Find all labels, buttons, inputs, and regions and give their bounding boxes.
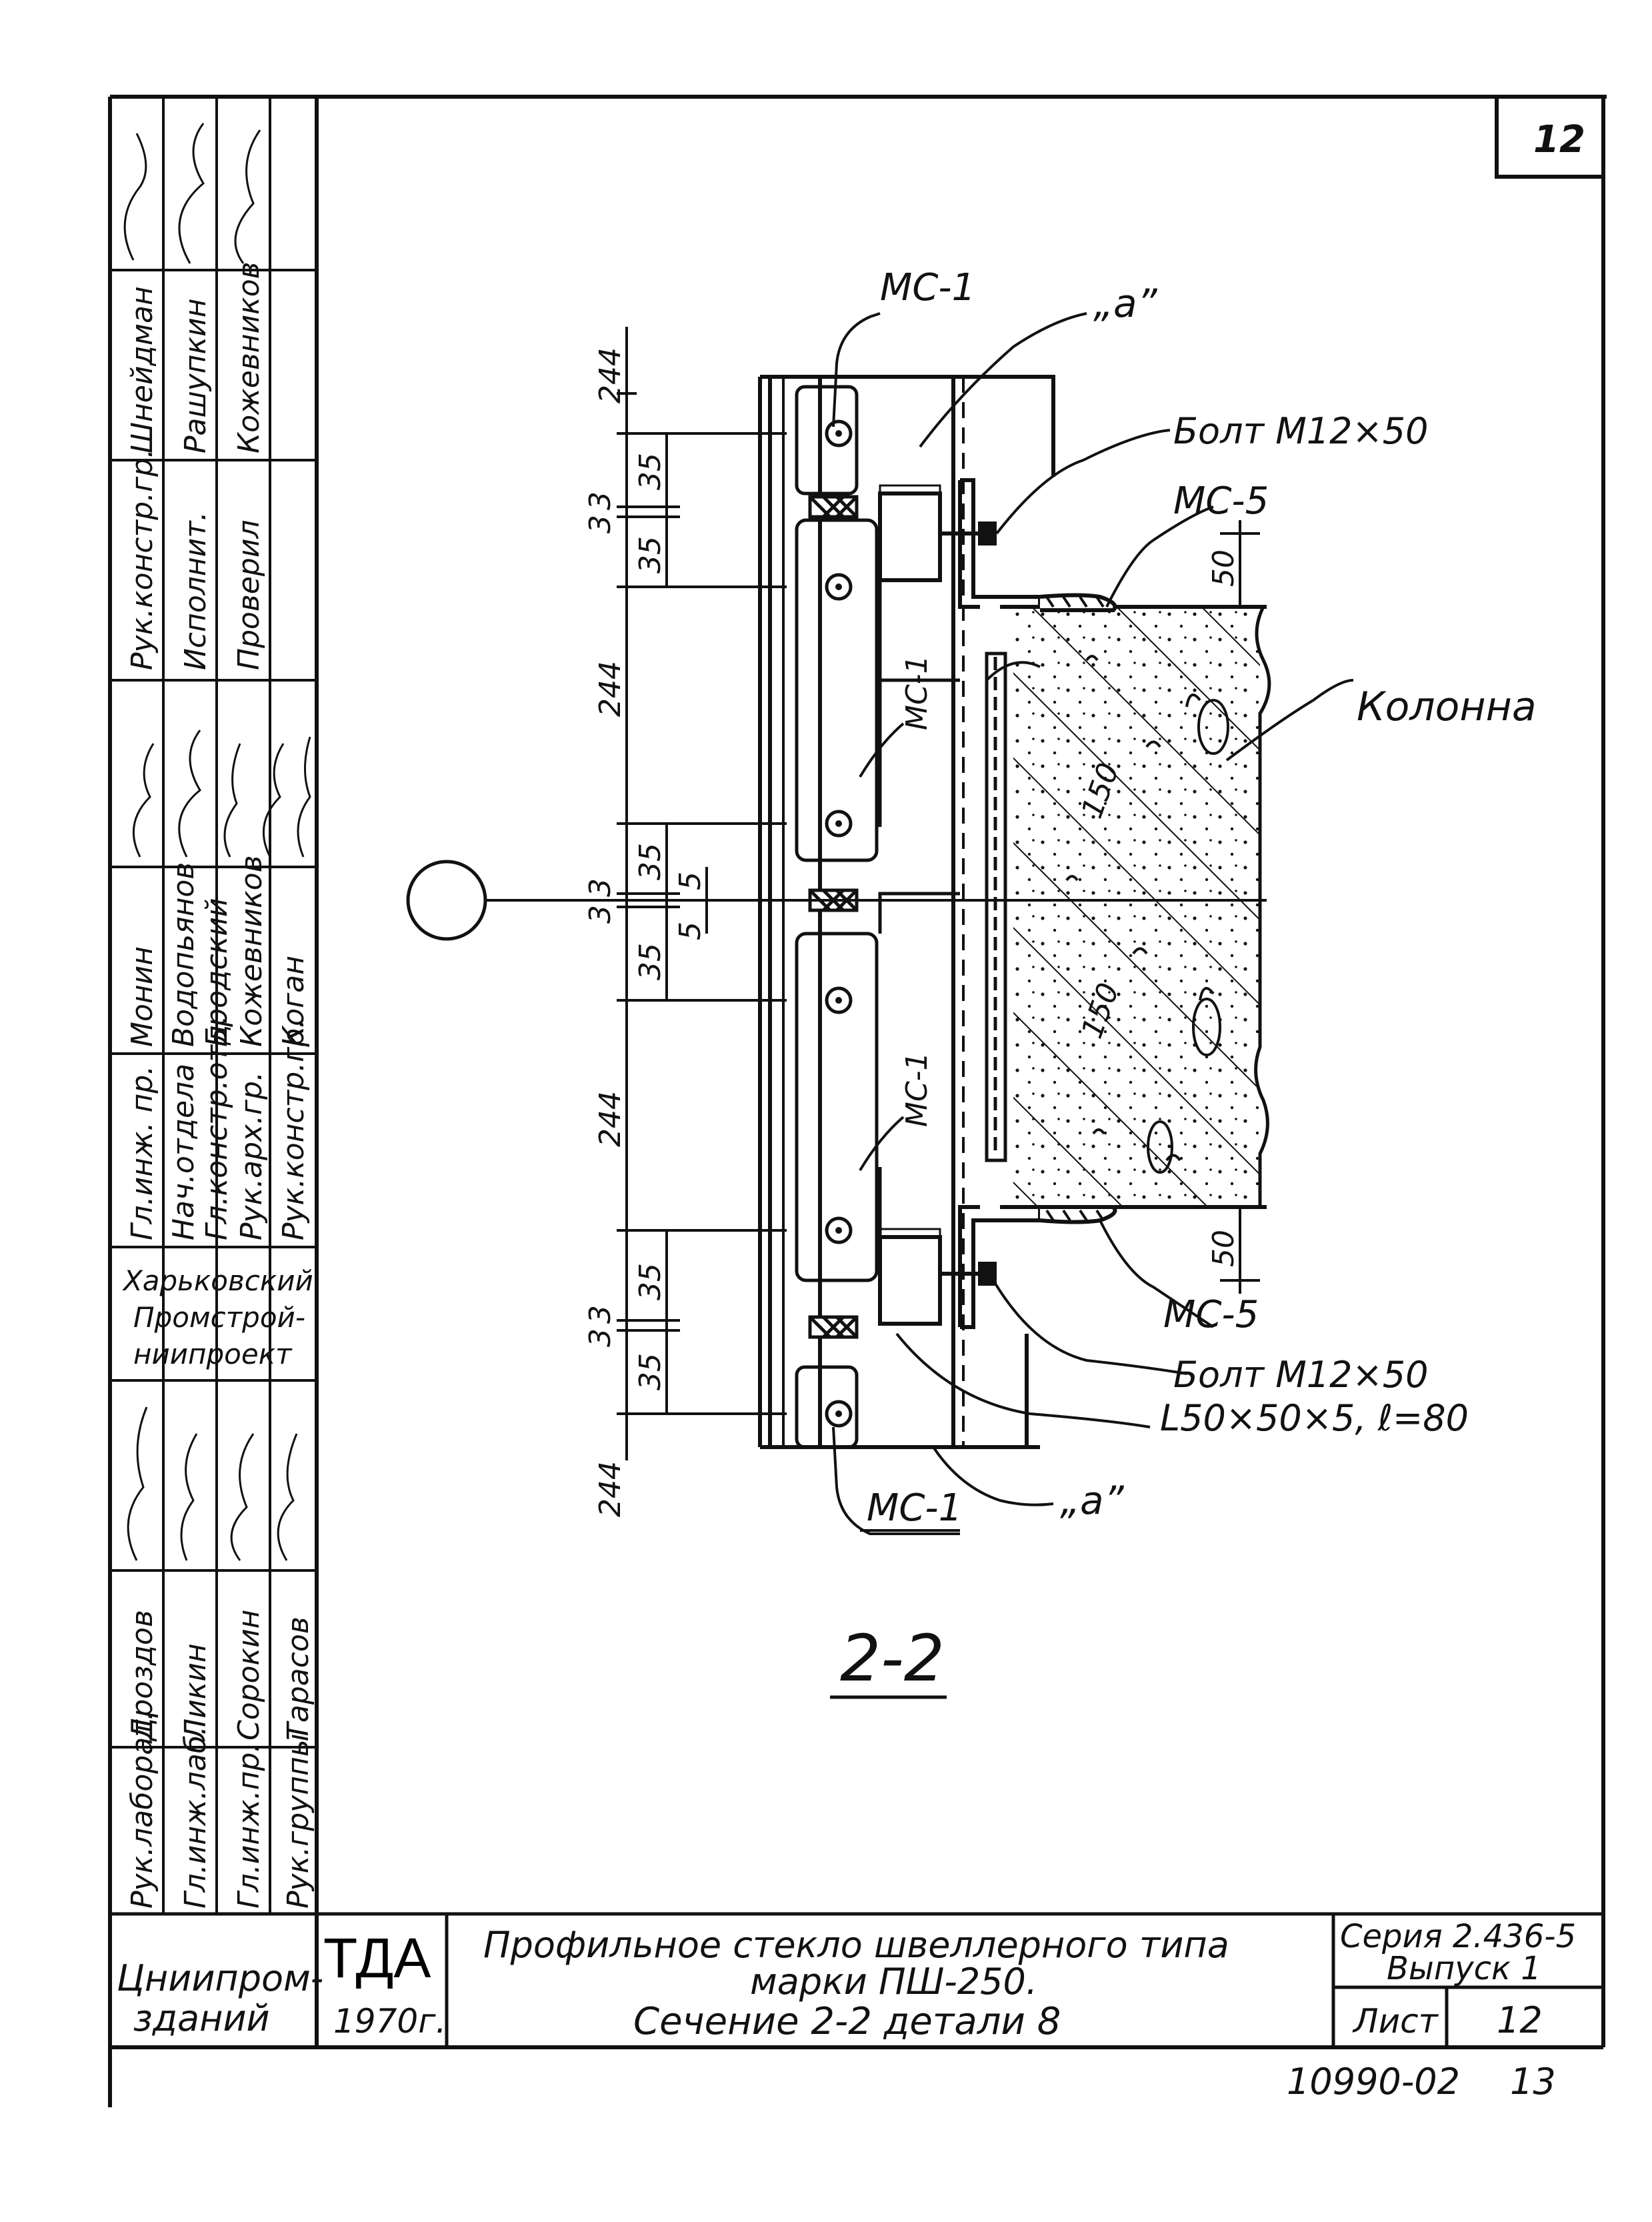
sheet-value: 12: [1497, 1999, 1543, 2041]
dim-244-3: 244: [593, 1091, 627, 1147]
stamp-b3-role-2: Гл.инж.лаб.: [179, 1726, 213, 1909]
inventory-number: 10990-02: [1287, 2061, 1460, 2103]
stamp-b1-role-2: Исполнит.: [179, 511, 213, 670]
label-column: Колонна: [1357, 684, 1537, 730]
title-line1: Профильное стекло швеллерного типа: [483, 1924, 1229, 1966]
stamp-b1-name-2: Рашупкин: [179, 298, 213, 453]
label-mc5-top: МС-5: [1173, 479, 1269, 523]
section-drawing: 244 35 3 3 35 244 35 5 3 3 5 35 244 35 3…: [406, 266, 1537, 1699]
stamp-b3-name-1: Дроздов: [125, 1610, 159, 1742]
inventory-page: 13: [1510, 2061, 1556, 2103]
label-mc1-mid-upper: МС-1: [900, 655, 934, 730]
dim-35-3: 35: [633, 843, 667, 880]
bracket-bottom: [878, 1205, 1117, 1329]
dim-3-1a: 3: [583, 491, 617, 510]
stamp-b3-role-1: Рук.лаборат.: [125, 1711, 159, 1909]
corner-sheet-number: 12: [1533, 118, 1585, 161]
title-line3: Сечение 2-2 детали 8: [633, 2000, 1061, 2043]
section-label: 2-2: [840, 1621, 945, 1696]
stamp-b2-name-5: Коган: [277, 956, 311, 1047]
corner-sheet-box: 12: [1495, 97, 1603, 179]
left-stamp: Рук.констр.гр. Исполнит. Проверил Шнейдм…: [110, 97, 317, 1915]
title-org-line2: зданий: [133, 1997, 270, 2039]
axis-marker: [406, 860, 1267, 941]
dim-3-2a: 3: [583, 878, 617, 897]
dim-5-1: 5: [673, 872, 707, 890]
title-block: Цниипром- зданий ТДА 1970г. Профильное с…: [110, 1912, 1603, 2047]
title-org-line1: Цниипром-: [117, 1957, 323, 1999]
stamp-b2-role-2: Нач.отдела: [167, 1064, 201, 1240]
leaders: [832, 312, 1354, 1535]
stamp-b2-name-2: Водопьянов: [167, 862, 201, 1047]
sheet-label: Лист: [1352, 2002, 1439, 2041]
dim-3-2b: 3: [583, 905, 617, 924]
joint-seals: [808, 495, 859, 1339]
stamp-b2-name-3: Бродский: [200, 898, 234, 1047]
series-line2: Выпуск 1: [1387, 1950, 1541, 1987]
signatures-block1: [123, 123, 261, 264]
dim-3-3b: 3: [583, 1328, 617, 1347]
label-bolt-top: Болт М12×50: [1173, 410, 1428, 452]
concrete-column: [1000, 605, 1271, 1209]
dim-244-2: 244: [593, 661, 627, 717]
stamp-b2-role-4: Рук.арх.гр.: [235, 1072, 269, 1240]
stamp-org-line3: ниипроект: [133, 1338, 293, 1370]
label-a-bottom: „а”: [1060, 1478, 1125, 1523]
title-year: 1970г.: [333, 2002, 446, 2041]
stamp-b2-name-1: Монин: [125, 946, 159, 1047]
dimension-chain: [617, 327, 1260, 1460]
stamp-org-line1: Харьковский: [122, 1264, 313, 1297]
stamp-b3-name-3: Сорокин: [232, 1610, 266, 1741]
label-mc1-bottom: МС-1: [867, 1486, 962, 1530]
dim-50-top: 50: [1207, 549, 1241, 587]
dim-35-1: 35: [633, 453, 667, 490]
stamp-b2-role-3: Гл.констр.отд.: [200, 1015, 234, 1240]
stamp-org-line2: Промстрой-: [133, 1301, 305, 1334]
bracket-top: [878, 478, 1117, 612]
stamp-b1-name-1: Шнейдман: [125, 286, 159, 453]
signatures-block2: [132, 730, 311, 858]
stamp-b2-role-1: Гл.инж. пр.: [125, 1066, 159, 1240]
stamp-b3-role-3: Гл.инж.пр.: [232, 1743, 266, 1909]
label-mc1-mid-lower: МС-1: [900, 1052, 934, 1127]
bedding-strip: [985, 652, 1007, 1162]
panel-channels: [795, 385, 960, 1449]
label-bolt-bottom: Болт М12×50: [1173, 1354, 1428, 1396]
label-mc5-bottom: МС-5: [1163, 1293, 1259, 1336]
dim-5-2: 5: [673, 922, 707, 940]
stamp-b3-name-4: Тарасов: [281, 1616, 315, 1741]
signatures-block3: [127, 1406, 298, 1561]
label-a-top: „а”: [1093, 281, 1158, 326]
stamp-b1-name-3: Кожевников: [232, 261, 266, 453]
dim-35-5: 35: [633, 1263, 667, 1300]
title-code: ТДА: [323, 1927, 431, 1989]
stamp-b1-role-3: Проверил: [232, 519, 266, 670]
series-line1: Серия 2.436-5: [1340, 1918, 1576, 1955]
dim-3-1b: 3: [583, 515, 617, 533]
stamp-b3-role-4: Рук.группы: [281, 1734, 315, 1909]
label-mc1-top: МС-1: [880, 266, 975, 309]
label-mc1-bottom-group: МС-1: [860, 1486, 962, 1532]
screw-heads: [825, 419, 853, 1428]
stamp-b1-role-1: Рук.констр.гр.: [125, 449, 159, 670]
title-line2: марки ПШ-250.: [750, 1961, 1037, 2003]
dim-35-6: 35: [633, 1353, 667, 1390]
dim-35-4: 35: [633, 943, 667, 980]
label-angle: L50×50×5, ℓ=80: [1160, 1397, 1469, 1439]
stamp-b3-name-2: Ликин: [179, 1643, 213, 1742]
sheet-frame: [108, 95, 1607, 2107]
dim-244-1: 244: [593, 347, 627, 403]
stamp-b2-name-4: Кожевников: [235, 855, 269, 1047]
dim-244-4: 244: [593, 1461, 627, 1517]
dim-35-2: 35: [633, 536, 667, 574]
dim-50-bottom: 50: [1207, 1230, 1241, 1267]
stamp-b2-role-5: Рук.констр.гр.: [277, 1019, 311, 1240]
dim-3-3a: 3: [583, 1305, 617, 1324]
